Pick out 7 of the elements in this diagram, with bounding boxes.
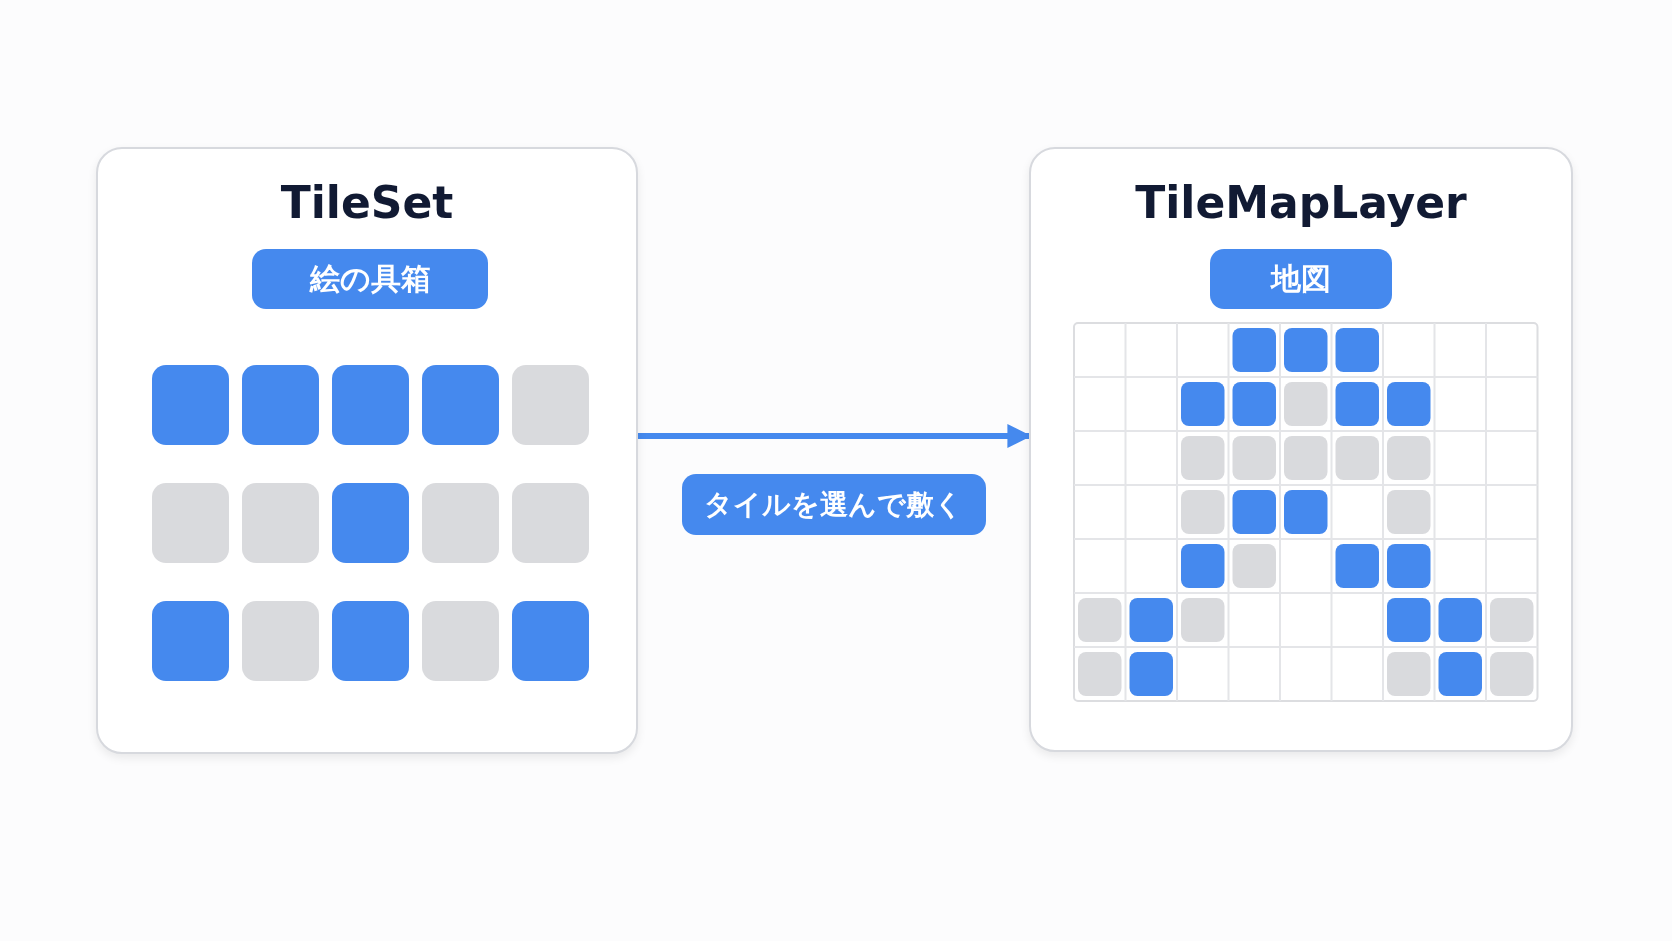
panel-title: TileMapLayer: [1134, 177, 1468, 228]
tag-label: 絵の具箱: [252, 249, 488, 309]
tag-label: 地図: [1210, 249, 1392, 309]
panel-title: TileSet: [279, 177, 455, 228]
panel-card: [1029, 147, 1573, 752]
panel-card: [96, 147, 638, 754]
edge-label: タイルを選んで敷く: [681, 474, 986, 535]
